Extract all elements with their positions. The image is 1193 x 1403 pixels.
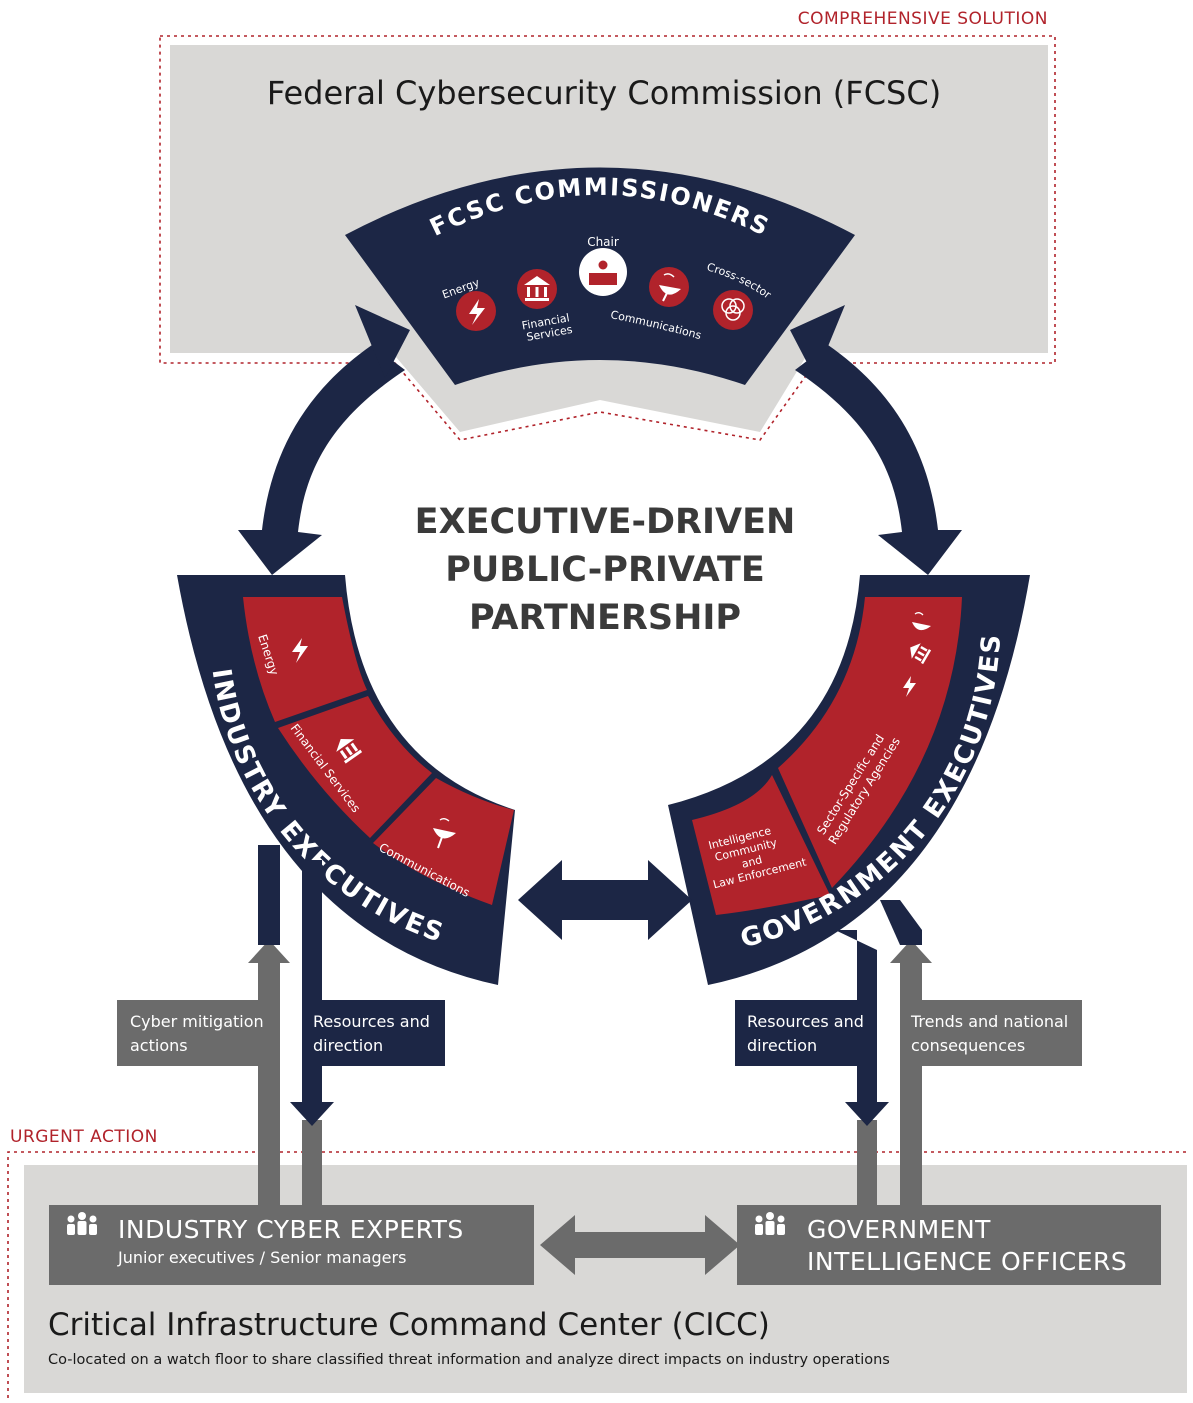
urgent-action-label: URGENT ACTION (10, 1127, 158, 1147)
trends-box (900, 1000, 1082, 1066)
industry-cyber-experts-box: INDUSTRY CYBER EXPERTS Junior executives… (49, 1205, 534, 1285)
industry-cyber-experts-title: INDUSTRY CYBER EXPERTS (118, 1215, 464, 1244)
gov-communications-icon (912, 612, 931, 631)
resources-left-label: Resources and direction (313, 1012, 435, 1055)
cross-sector-member-icon (713, 290, 753, 330)
chair-member-label: Chair (587, 235, 619, 249)
industry-communications-sector (373, 778, 514, 905)
comprehensive-solution-label: COMPREHENSIVE SOLUTION (798, 9, 1048, 29)
flow-labels: Cyber mitigation actions Resources and d… (117, 1000, 1082, 1066)
people-icon (755, 1212, 785, 1235)
intel-community-sector (692, 775, 830, 915)
fcsc-title: Federal Cybersecurity Commission (FCSC) (267, 74, 941, 112)
industry-financial-icon (336, 738, 363, 764)
gov-intel-title-line-1: GOVERNMENT (807, 1215, 991, 1244)
gov-intel-title-line-2: INTELLIGENCE OFFICERS (807, 1247, 1127, 1276)
sector-specific-agencies-sector (778, 597, 962, 888)
trends-label: Trends and national consequences (910, 1012, 1073, 1055)
industry-energy-icon (292, 638, 308, 663)
resources-right-label: Resources and direction (747, 1012, 869, 1055)
circular-arrows (238, 305, 962, 575)
center-title: EXECUTIVE-DRIVEN PUBLIC-PRIVATE PARTNERS… (415, 502, 796, 638)
gov-energy-icon (903, 676, 916, 697)
resources-right-box (735, 1000, 877, 1066)
government-intelligence-box: GOVERNMENT INTELLIGENCE OFFICERS (737, 1205, 1161, 1285)
resources-left-box (302, 1000, 445, 1066)
gov-financial-icon (910, 643, 932, 665)
cyber-mitigation-box (117, 1000, 280, 1066)
financial-member-label: Financial Services (521, 311, 576, 345)
center-line-1: EXECUTIVE-DRIVEN (415, 502, 796, 542)
center-line-2: PUBLIC-PRIVATE (445, 550, 765, 590)
cicc-subtitle: Co-located on a watch floor to share cla… (48, 1352, 890, 1368)
cicc-title: Critical Infrastructure Command Center (… (48, 1307, 770, 1343)
industry-energy-sector (243, 597, 367, 722)
cyber-mitigation-label: Cyber mitigation actions (130, 1012, 269, 1055)
industry-financial-sector (278, 696, 432, 838)
industry-government-double-arrow (518, 860, 692, 940)
industry-cyber-experts-subtitle: Junior executives / Senior managers (117, 1248, 406, 1267)
industry-executives-arc: Energy Financial Services Communications… (177, 575, 515, 985)
chair-member-icon (579, 248, 627, 296)
cicc-double-arrow (540, 1215, 740, 1275)
industry-communications-icon (433, 818, 456, 849)
center-line-3: PARTNERSHIP (469, 598, 741, 638)
commissioners-panel: FCSC COMMISSIONERS Energy Financial Serv… (345, 167, 855, 385)
government-executives-arc: Intelligence Community and Law Enforceme… (668, 575, 1030, 985)
people-icon (67, 1212, 97, 1235)
